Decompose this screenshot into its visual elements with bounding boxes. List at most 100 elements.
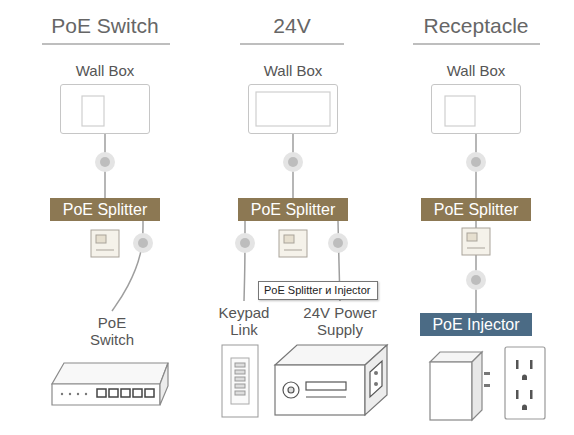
supply-terminal [370,361,382,397]
supply-front [275,365,365,415]
supply-screw [374,371,378,375]
switch-led [69,393,71,395]
splitter-module [462,228,490,255]
connector-dot-core [138,238,148,248]
keypad-button [235,370,245,374]
splitter-chip [96,235,106,243]
splitter-band: PoE Splitter [421,198,531,221]
switch-led [85,393,87,395]
splitter-chip [467,233,477,241]
heading-underlines [42,43,540,45]
connector-dot [466,152,486,172]
wall-box: Wall Box [60,84,150,134]
wall-outlet [505,347,545,419]
outlet-slot [530,360,533,369]
switch-top [52,363,168,384]
column-heading: 24V [192,14,392,38]
outlet-slot [530,390,533,399]
keypad-button [235,363,245,367]
power-supply-device [275,345,387,415]
switch-port [133,389,142,397]
connector-dot-core [240,238,250,248]
node-text: PoE Splitter [60,200,150,219]
supply-knob [283,382,299,398]
node-text: PoE Splitter и Injector [264,283,372,297]
connector-dot-core [288,157,298,167]
injector-prong [484,372,490,375]
injector-side [472,352,482,420]
supply-line [306,396,346,397]
connector-dot [328,233,348,253]
splitter-trace [284,250,302,251]
switch-side [160,363,168,405]
outlet-plate [505,347,545,419]
connector-dot-core [471,157,481,167]
splitter-module [91,230,119,257]
splitter-band: PoE Splitter [50,198,160,221]
keypad-face [231,358,249,404]
switch-port [121,389,130,397]
keypad-button [235,377,245,381]
device-label: Keypad Link [212,301,276,341]
heading-underline [42,43,170,45]
switch-front [52,384,160,405]
node-text: PoE Splitter [431,200,521,219]
node-text: PoE Injector [430,315,522,334]
wall-box: Wall Box [431,84,521,134]
connector-dot-core [333,238,343,248]
poe-injector-device [430,352,490,420]
column-heading: Receptacle [376,14,574,38]
outlet-slot [516,360,519,369]
splitter-modules [91,228,490,257]
connectors [105,134,476,313]
connector-dots [95,152,486,290]
connector [244,221,245,301]
switch-port [145,389,154,397]
node-text: PoE Switch [81,314,143,348]
poe-switch-device [52,363,168,405]
outlet-ground [522,405,527,411]
node-text: Wall Box [392,62,560,80]
switch-led [61,393,63,395]
supply-knob-center [288,387,294,393]
switch-port [109,389,118,397]
node-text: 24V Power Supply [297,304,383,338]
splitter-chip [284,235,294,243]
switch-insert [82,96,104,126]
switch-insert [256,92,330,126]
switch-insert [445,96,475,126]
connector-dot [235,233,255,253]
device-label: PoE Switch [81,311,143,351]
injector-front [430,362,472,420]
splitter-module [279,230,307,257]
splitter-band: PoE Splitter [238,198,348,221]
keypad-button [235,391,245,395]
heading-underline [413,43,540,45]
connector-dot [466,270,486,290]
keypad-plate [222,345,258,417]
wall-box: Wall Box [248,84,338,134]
injector-band: PoE Injector [420,313,532,336]
splitter-trace [467,248,485,249]
wall-box-inserts [82,92,475,126]
injector-prong [484,384,490,387]
node-text: Wall Box [21,62,189,80]
supply-side [365,345,387,415]
heading-underline [240,43,344,45]
connector-dot [133,233,153,253]
node-text: PoE Splitter [248,200,338,219]
connector-dot [95,152,115,172]
switch-port [97,389,106,397]
connector-dot-core [100,157,110,167]
tooltip: PoE Splitter и Injector [258,281,378,300]
node-text: Wall Box [209,62,377,80]
connector-dot [283,152,303,172]
supply-screw [374,382,378,386]
keypad-button [235,384,245,388]
device-label: 24V Power Supply [297,301,383,341]
outlet-ground [522,375,527,381]
node-text: Keypad Link [212,304,276,338]
splitter-trace [96,250,114,251]
column-heading: PoE Switch [5,14,205,38]
